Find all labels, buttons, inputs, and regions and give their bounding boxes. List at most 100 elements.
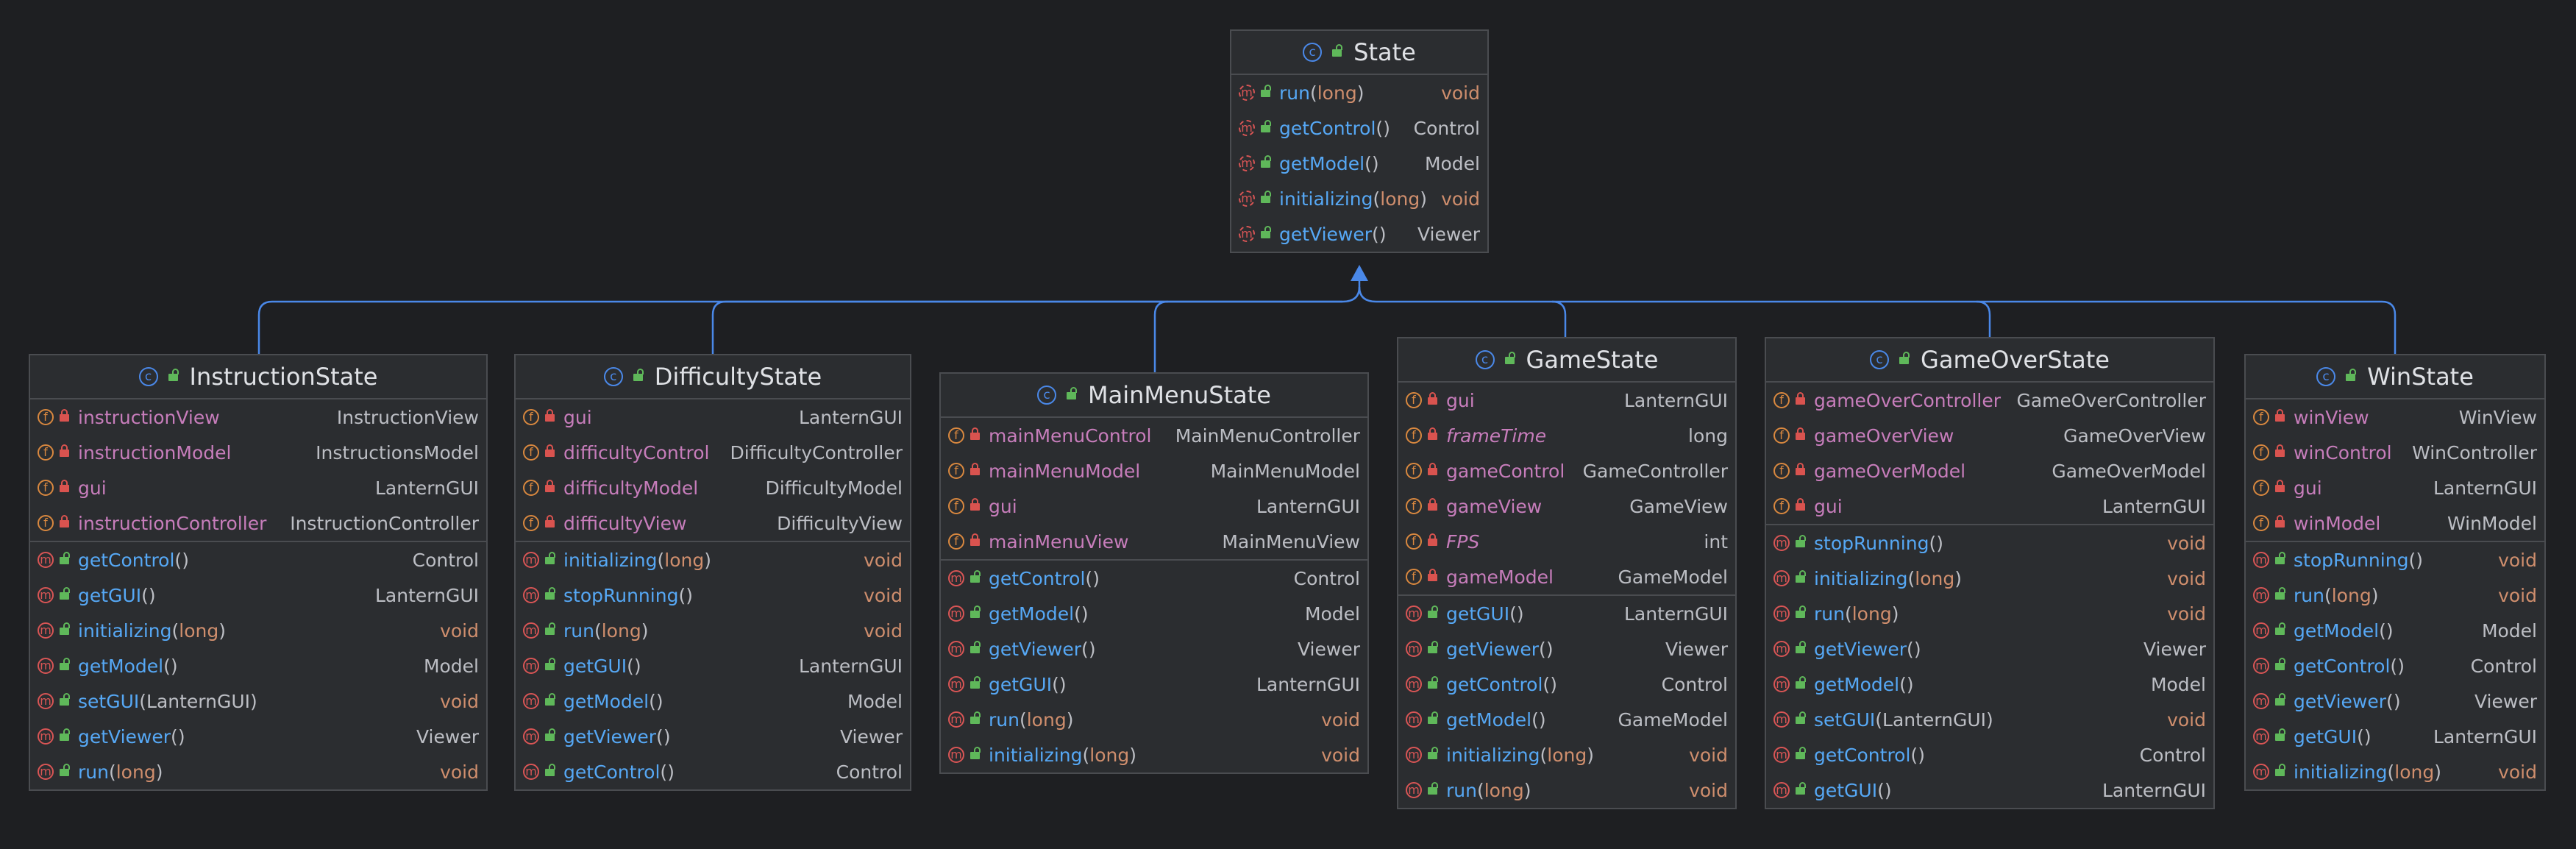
private-lock-icon [545,515,555,527]
public-lock-icon [1796,747,1806,759]
paren-open: ( [174,549,182,571]
method-icon: m [1773,570,1790,586]
method-params: long [664,549,705,571]
public-lock-icon [545,622,555,635]
class-name: WinState [2367,363,2474,391]
return-type: Control [412,549,479,571]
private-lock-icon [60,409,69,422]
method-name: run [1279,82,1310,104]
field-name: gameView [1446,495,1543,517]
private-lock-icon [60,480,69,492]
private-lock-icon [2275,409,2285,422]
paren-open: ( [656,725,663,747]
method-icon: m [1406,605,1422,622]
field-icon: f [948,498,964,514]
field-icon: f [1406,427,1422,444]
private-lock-icon [1796,392,1805,405]
return-type: Viewer [1665,638,1728,660]
